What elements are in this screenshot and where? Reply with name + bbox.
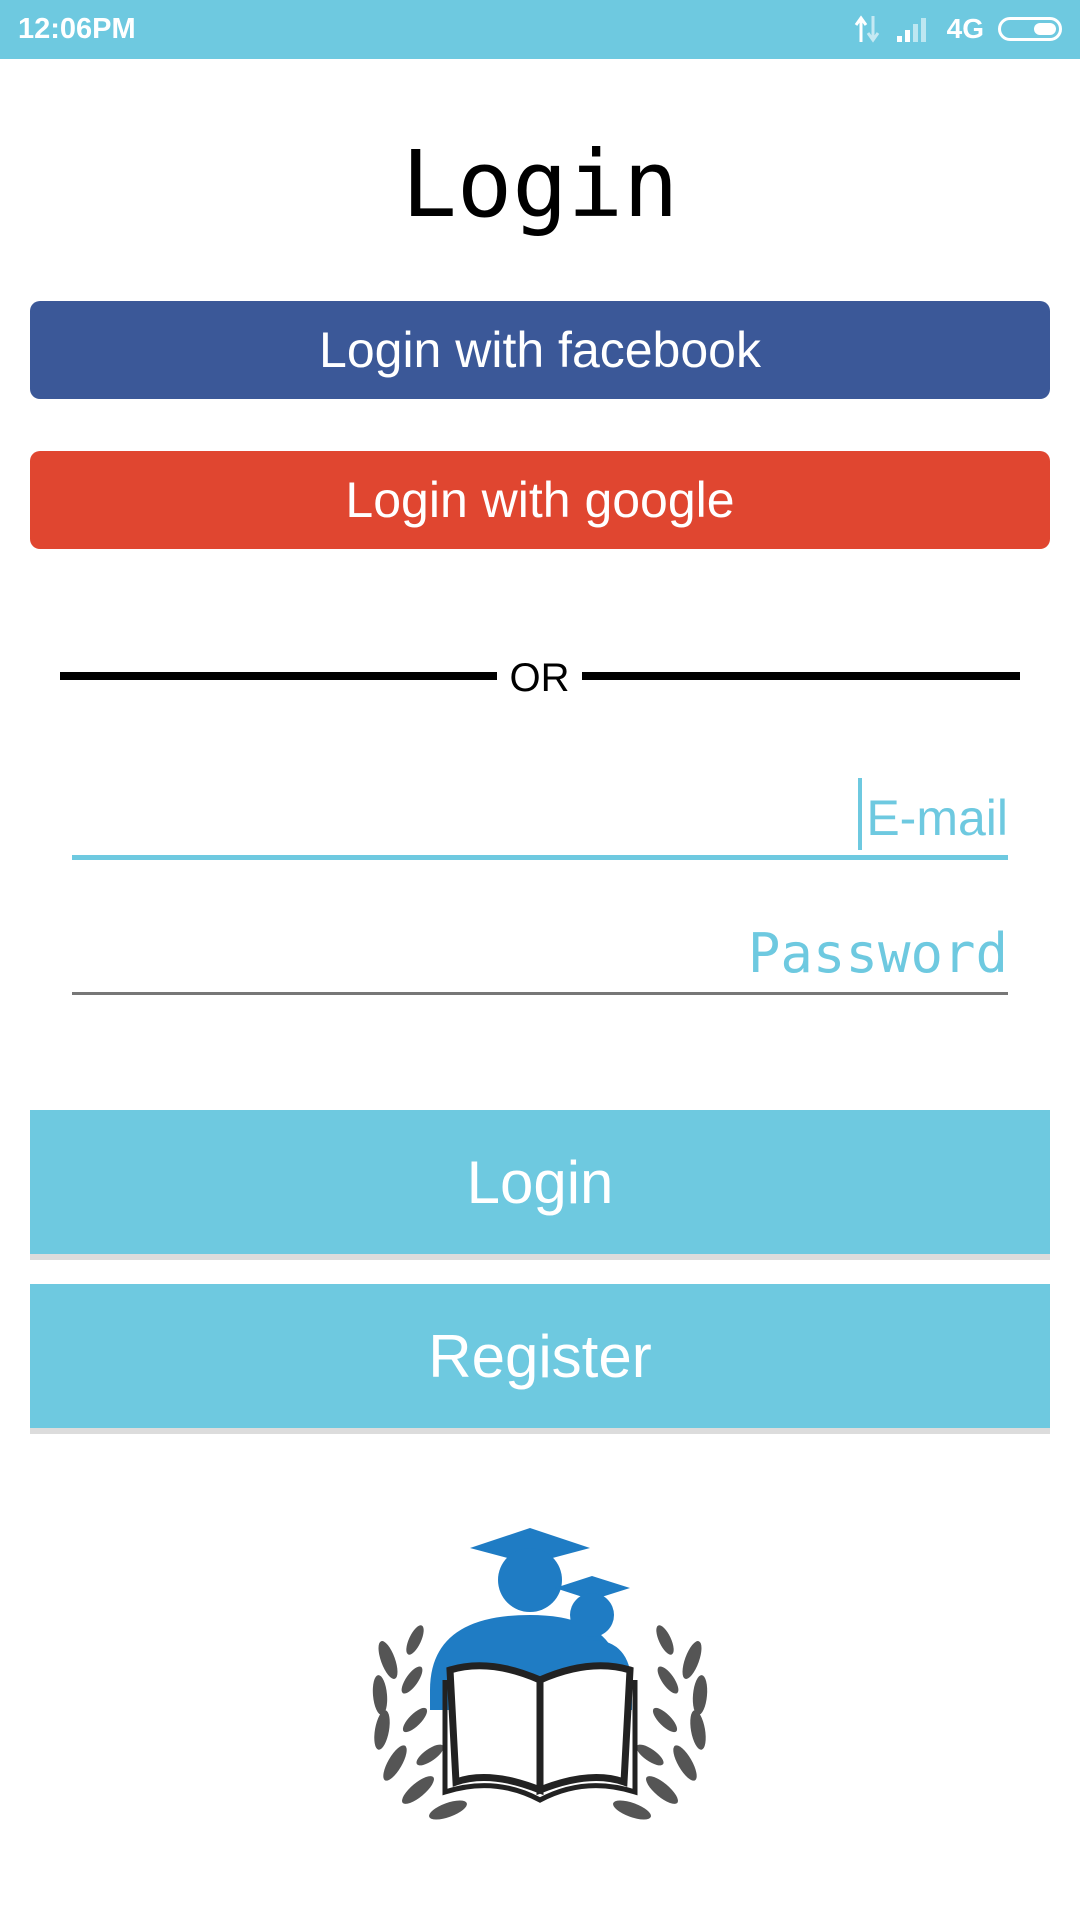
network-type: 4G: [946, 13, 984, 44]
open-book-icon: [442, 1662, 638, 1803]
register-button[interactable]: Register: [30, 1284, 1050, 1428]
laurel-left-icon: [372, 1625, 467, 1820]
divider-line-left: [60, 672, 497, 680]
text-cursor: [858, 778, 862, 850]
or-divider: OR: [60, 656, 1020, 700]
status-icons: 4G: [853, 12, 1062, 46]
data-activity-icon: [854, 15, 879, 43]
status-bar: 12:06PM 4G: [0, 0, 1080, 59]
status-time: 12:06PM: [18, 13, 136, 45]
login-button[interactable]: Login: [30, 1110, 1050, 1254]
battery-icon: [998, 17, 1062, 41]
login-facebook-button[interactable]: Login with facebook: [30, 301, 1050, 399]
divider-label: OR: [509, 656, 570, 700]
laurel-right-icon: [613, 1625, 708, 1820]
graduation-logo: [372, 1528, 708, 1820]
password-field[interactable]: [72, 915, 1008, 995]
page-title: Login: [401, 131, 679, 238]
divider-line-right: [582, 672, 1020, 680]
email-field[interactable]: [72, 780, 1008, 860]
signal-icon: [896, 18, 926, 42]
login-google-button[interactable]: Login with google: [30, 451, 1050, 549]
